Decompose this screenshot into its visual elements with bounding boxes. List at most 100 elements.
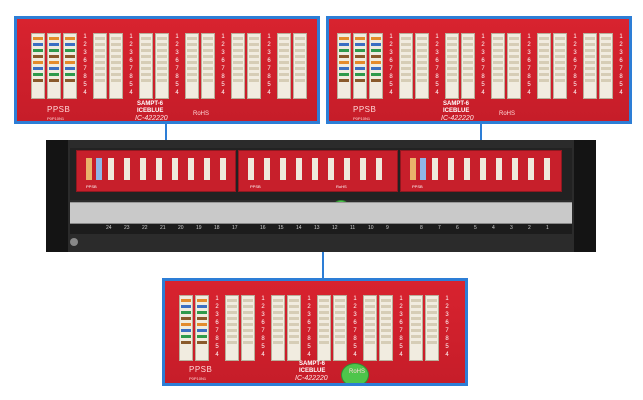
port-number-strip — [70, 224, 572, 234]
idc-block — [185, 33, 199, 99]
mini-block — [512, 158, 518, 180]
idc-block — [109, 33, 123, 99]
code-label: IC-422220 — [441, 115, 474, 122]
brand-label: PPSB — [353, 105, 377, 114]
mini-block — [496, 158, 502, 180]
logo-text: SAMPT-6 — [299, 361, 326, 367]
mini-block — [480, 158, 486, 180]
part-label: P0P10N1 — [189, 376, 207, 381]
mini-block — [96, 158, 102, 180]
pin-numbers: 1 2 3 6 7 8 5 4 — [267, 34, 271, 96]
pin-numbers: 1 2 3 6 7 8 5 4 — [481, 34, 485, 96]
port-number: 6 — [456, 225, 459, 231]
mini-block — [360, 158, 366, 180]
pin-numbers: 1 2 3 6 7 8 5 4 — [129, 34, 133, 96]
port-number: 8 — [420, 225, 423, 231]
pin-numbers: 1 2 3 6 7 8 5 4 — [175, 34, 179, 96]
port-number: 2 — [528, 225, 531, 231]
idc-block — [155, 33, 169, 99]
mini-block — [248, 158, 254, 180]
mini-block — [344, 158, 350, 180]
idc-block — [139, 33, 153, 99]
ground-screw — [70, 238, 78, 246]
pin-numbers: 1 2 3 6 7 8 5 4 — [619, 34, 623, 96]
idc-block — [93, 33, 107, 99]
zoom-callout-top-right: 1 2 3 6 7 8 5 4 1 2 3 6 7 8 5 4 1 2 3 6 … — [326, 16, 632, 124]
idc-block — [599, 33, 613, 99]
mini-block — [312, 158, 318, 180]
idc-block — [379, 295, 393, 361]
idc-block — [317, 295, 331, 361]
mini-block — [188, 158, 194, 180]
mini-block — [464, 158, 470, 180]
rohs-label: RoHS — [499, 111, 516, 117]
port-number: 12 — [332, 225, 338, 231]
port-number: 17 — [232, 225, 238, 231]
port-number: 10 — [368, 225, 374, 231]
port-number: 13 — [314, 225, 320, 231]
idc-block — [425, 295, 439, 361]
port-number: 4 — [492, 225, 495, 231]
idc-block — [271, 295, 285, 361]
grounding-bar — [70, 202, 572, 224]
green-sticker — [341, 363, 369, 383]
port-number: 5 — [474, 225, 477, 231]
idc-block — [201, 33, 215, 99]
mini-block — [204, 158, 210, 180]
rack-ear-right — [574, 140, 596, 252]
pin-numbers: 1 2 3 6 7 8 5 4 — [83, 34, 87, 96]
idc-block — [363, 295, 377, 361]
port-number: 22 — [142, 225, 148, 231]
mini-block — [280, 158, 286, 180]
mini-block — [420, 158, 426, 180]
part-label: P0P10N1 — [353, 116, 371, 121]
pin-numbers: 1 2 3 6 7 8 5 4 — [435, 34, 439, 96]
idc-block — [195, 295, 209, 361]
idc-block — [287, 295, 301, 361]
mini-block — [264, 158, 270, 180]
patch-panel: PPSB PPSB PPSB RoHS 24 23 22 21 20 19 18… — [46, 140, 596, 258]
callout-connector — [165, 124, 167, 144]
port-number: 23 — [124, 225, 130, 231]
callout-connector — [480, 124, 482, 144]
mini-block — [108, 158, 114, 180]
idc-block — [63, 33, 77, 99]
idc-block — [461, 33, 475, 99]
port-number: 3 — [510, 225, 513, 231]
brand-label: PPSB — [47, 105, 71, 114]
logo-text: SAMPT-6 — [137, 101, 164, 107]
mini-block — [172, 158, 178, 180]
idc-block — [491, 33, 505, 99]
module-brand: PPSB — [250, 184, 261, 189]
port-number: 20 — [178, 225, 184, 231]
idc-block — [277, 33, 291, 99]
mini-block — [448, 158, 454, 180]
idc-block — [399, 33, 413, 99]
port-number: 14 — [296, 225, 302, 231]
port-number: 21 — [160, 225, 166, 231]
mini-block — [124, 158, 130, 180]
pin-numbers: 1 2 3 6 7 8 5 4 — [261, 296, 265, 358]
port-number: 16 — [260, 225, 266, 231]
port-number: 7 — [438, 225, 441, 231]
rohs-label: RoHS — [193, 111, 210, 117]
idc-block — [369, 33, 383, 99]
idc-block — [241, 295, 255, 361]
idc-block — [179, 295, 193, 361]
idc-block — [225, 295, 239, 361]
pin-numbers: 1 2 3 6 7 8 5 4 — [527, 34, 531, 96]
idc-block — [583, 33, 597, 99]
module-brand: PPSB — [86, 184, 97, 189]
mini-block — [86, 158, 92, 180]
idc-block — [537, 33, 551, 99]
pin-numbers: 1 2 3 6 7 8 5 4 — [445, 296, 449, 358]
module-rohs: RoHS — [336, 184, 347, 189]
rohs-label: RoHS — [349, 369, 366, 375]
pin-numbers: 1 2 3 6 7 8 5 4 — [353, 296, 357, 358]
mini-block — [156, 158, 162, 180]
mini-block — [296, 158, 302, 180]
idc-block — [553, 33, 567, 99]
idc-block — [31, 33, 45, 99]
logo-text: ICEBLUE — [299, 368, 326, 374]
idc-block — [47, 33, 61, 99]
